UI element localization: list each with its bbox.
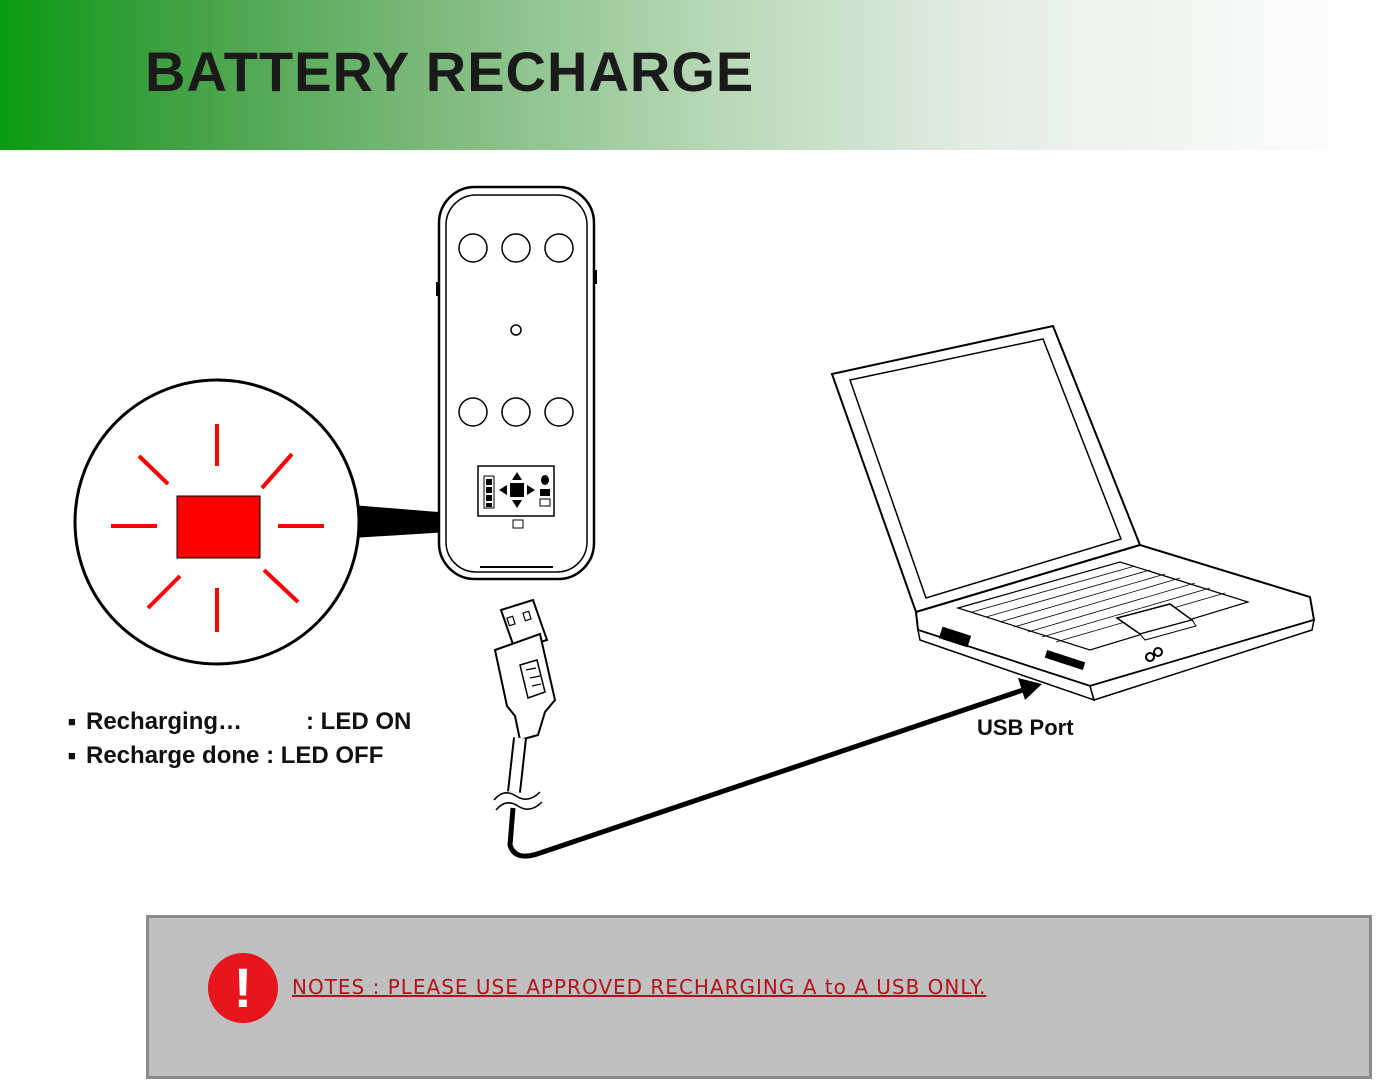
battery-icon [483,475,495,509]
header-banner: BATTERY RECHARGE [0,0,1378,150]
arrow-icon [1018,678,1042,700]
usb-cable-icon [493,678,1042,859]
legend-label: Recharge done [86,742,260,769]
warning-glyph: ! [233,956,253,1019]
bullet-icon: ■ [68,714,76,729]
note-text: NOTES : PLEASE USE APPROVED RECHARGING A… [292,975,987,999]
led-indicator-icon [176,495,261,559]
legend-row-recharge-done: ■ Recharge done : LED OFF [68,739,411,773]
bullet-icon: ■ [68,748,76,763]
mouse-icon [539,475,551,507]
led-zoom-icon [73,378,361,666]
laptop-icon [830,324,1316,702]
legend-label: Recharging… [86,708,243,735]
page-title: BATTERY RECHARGE [145,40,755,103]
note-box [146,915,1372,1079]
legend-value: : LED OFF [266,742,384,769]
device-led [512,519,524,529]
led-legend: ■ Recharging… : LED ON ■ Recharge done :… [68,705,411,773]
move-arrows-icon [499,472,535,508]
recharge-diagram [73,185,1316,859]
warning-icon: ! [208,953,278,1023]
usb-port-label: USB Port [977,715,1074,740]
device-remote-icon [436,185,597,581]
usb-plug-icon [493,598,557,742]
legend-row-recharging: ■ Recharging… : LED ON [68,705,411,739]
led-rays [111,424,324,632]
legend-value: : LED ON [306,708,412,735]
